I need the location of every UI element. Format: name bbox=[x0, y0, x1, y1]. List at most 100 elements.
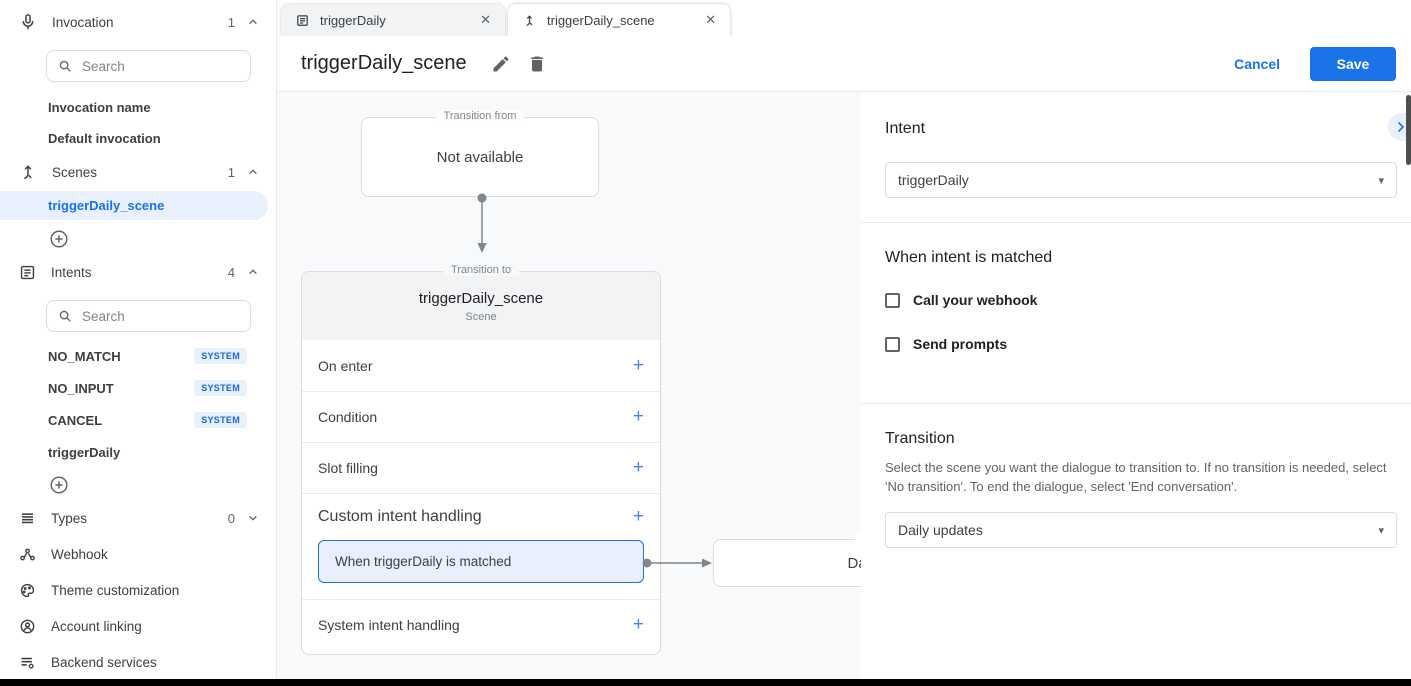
close-icon[interactable]: ✕ bbox=[705, 12, 716, 27]
intent-handler-chip-selected[interactable]: When triggerDaily is matched bbox=[318, 540, 644, 583]
sidebar-item-webhook[interactable]: Webhook bbox=[0, 540, 277, 568]
search-icon bbox=[57, 58, 74, 75]
add-icon[interactable]: + bbox=[632, 506, 644, 527]
scene-row-system-intent-handling[interactable]: System intent handling + bbox=[302, 599, 660, 650]
search-icon bbox=[57, 308, 74, 325]
window-bottom-edge bbox=[0, 679, 1411, 686]
sidebar-section-intents[interactable]: Intents 4 bbox=[0, 258, 277, 286]
panel-scrollbar-thumb[interactable] bbox=[1406, 95, 1411, 165]
checkbox-unchecked[interactable] bbox=[885, 292, 900, 308]
collapse-panel-button[interactable] bbox=[1388, 113, 1411, 141]
transition-heading: Transition bbox=[885, 430, 955, 447]
scene-node-card: Transition to triggerDaily_scene Scene O… bbox=[301, 264, 661, 655]
transition-from-text: Not available bbox=[436, 148, 524, 166]
add-icon[interactable]: + bbox=[632, 406, 644, 427]
transition-select[interactable]: Daily updates ▾ bbox=[885, 512, 1397, 548]
tab-triggerdaily-scene[interactable]: triggerDaily_scene ✕ bbox=[508, 4, 730, 36]
scene-row-slot-filling[interactable]: Slot filling + bbox=[302, 442, 660, 493]
dropdown-caret-icon: ▾ bbox=[1378, 174, 1384, 187]
microphone-icon bbox=[18, 12, 38, 32]
tab-triggerdaily[interactable]: triggerDaily ✕ bbox=[281, 4, 505, 36]
delete-trash-icon[interactable] bbox=[527, 54, 547, 74]
add-intent-button[interactable] bbox=[48, 474, 70, 496]
sidebar-section-scenes[interactable]: Scenes 1 bbox=[0, 158, 277, 186]
chevron-right-icon bbox=[1393, 119, 1409, 135]
sidebar-item-triggerdaily-intent[interactable]: triggerDaily bbox=[48, 444, 121, 460]
checkbox-unchecked[interactable] bbox=[885, 336, 900, 352]
sidebar-section-types[interactable]: Types 0 bbox=[0, 504, 277, 532]
call-webhook-checkbox-row[interactable]: Call your webhook bbox=[885, 292, 1037, 308]
scene-icon bbox=[18, 162, 38, 182]
scene-row-condition[interactable]: Condition + bbox=[302, 391, 660, 442]
page-title: triggerDaily_scene bbox=[301, 52, 467, 74]
send-prompts-checkbox-row[interactable]: Send prompts bbox=[885, 336, 1007, 352]
search-input[interactable] bbox=[82, 308, 232, 324]
section-count: 1 bbox=[227, 14, 235, 30]
sidebar-item-triggerdaily-scene-selected[interactable]: triggerDaily_scene bbox=[0, 191, 268, 220]
sidebar-section-invocation[interactable]: Invocation 1 bbox=[0, 8, 277, 36]
intent-list-icon bbox=[18, 263, 37, 282]
chevron-up-icon[interactable] bbox=[245, 164, 261, 180]
connector-arrow-right bbox=[642, 558, 712, 568]
transition-target-text: Daily updates bbox=[847, 554, 861, 572]
intent-heading: Intent bbox=[885, 120, 926, 137]
system-badge: SYSTEM bbox=[194, 348, 247, 364]
scene-node-title: triggerDaily_scene bbox=[418, 289, 544, 307]
sidebar-item-theme-customization[interactable]: Theme customization bbox=[0, 576, 277, 604]
section-label: Intents bbox=[51, 264, 92, 280]
intents-search[interactable] bbox=[46, 300, 251, 332]
scene-tab-icon bbox=[522, 13, 537, 28]
section-count: 1 bbox=[227, 164, 235, 180]
save-button[interactable]: Save bbox=[1310, 46, 1396, 81]
transition-target-node[interactable]: Transition to Daily updates bbox=[713, 532, 861, 587]
intent-detail-panel: Intent triggerDaily ▾ When intent is mat… bbox=[861, 92, 1411, 679]
sidebar: Invocation 1 Invocation name Default inv… bbox=[0, 0, 277, 679]
chevron-down-icon[interactable] bbox=[245, 510, 261, 526]
services-gear-icon bbox=[18, 653, 37, 672]
node-legend: Transition from bbox=[362, 110, 598, 122]
scene-row-on-enter[interactable]: On enter + bbox=[318, 354, 644, 376]
section-label: Scenes bbox=[52, 164, 98, 180]
scene-node-subtitle: Scene bbox=[465, 310, 497, 323]
close-icon[interactable]: ✕ bbox=[480, 12, 491, 27]
section-count: 0 bbox=[227, 510, 235, 526]
section-label: Types bbox=[51, 510, 88, 526]
account-icon bbox=[18, 617, 37, 636]
add-scene-button[interactable] bbox=[48, 228, 70, 250]
system-badge: SYSTEM bbox=[194, 380, 247, 396]
chevron-up-icon[interactable] bbox=[245, 14, 261, 30]
node-legend: Transition to bbox=[302, 264, 660, 276]
sidebar-item-cancel-intent[interactable]: CANCEL SYSTEM bbox=[0, 408, 277, 432]
node-legend: Transition to bbox=[714, 532, 861, 544]
add-icon[interactable]: + bbox=[632, 354, 644, 376]
sidebar-item-backend-services[interactable]: Backend services bbox=[0, 648, 277, 676]
scene-node-header[interactable]: triggerDaily_scene Scene bbox=[302, 272, 660, 340]
intent-tab-icon bbox=[295, 13, 310, 28]
tab-strip: triggerDaily ✕ triggerDaily_scene ✕ bbox=[277, 0, 1411, 36]
intent-select[interactable]: triggerDaily ▾ bbox=[885, 162, 1397, 198]
invocation-search[interactable] bbox=[46, 50, 251, 82]
sidebar-item-no-input[interactable]: NO_INPUT SYSTEM bbox=[0, 376, 277, 400]
cancel-button[interactable]: Cancel bbox=[1234, 55, 1280, 72]
sidebar-item-default-invocation[interactable]: Default invocation bbox=[48, 130, 161, 146]
scene-graph-canvas: Transition from Not available Transition… bbox=[277, 92, 861, 679]
dropdown-caret-icon: ▾ bbox=[1378, 524, 1384, 537]
edit-pencil-icon[interactable] bbox=[491, 54, 511, 74]
palette-icon bbox=[18, 581, 37, 600]
sidebar-item-invocation-name[interactable]: Invocation name bbox=[48, 99, 151, 115]
divider bbox=[861, 222, 1411, 223]
intent-select-value: triggerDaily bbox=[898, 172, 969, 188]
transition-description: Select the scene you want the dialogue t… bbox=[885, 460, 1387, 494]
scene-header: triggerDaily_scene Cancel Save bbox=[277, 36, 1411, 92]
webhook-icon bbox=[18, 545, 37, 564]
add-icon[interactable]: + bbox=[632, 614, 644, 635]
transition-select-value: Daily updates bbox=[898, 522, 983, 538]
sidebar-item-no-match[interactable]: NO_MATCH SYSTEM bbox=[0, 344, 277, 368]
section-label: Invocation bbox=[52, 14, 114, 30]
search-input[interactable] bbox=[82, 58, 232, 74]
system-badge: SYSTEM bbox=[194, 412, 247, 428]
matched-heading: When intent is matched bbox=[885, 249, 1053, 266]
add-icon[interactable]: + bbox=[632, 457, 644, 478]
sidebar-item-account-linking[interactable]: Account linking bbox=[0, 612, 277, 640]
chevron-up-icon[interactable] bbox=[245, 264, 261, 280]
